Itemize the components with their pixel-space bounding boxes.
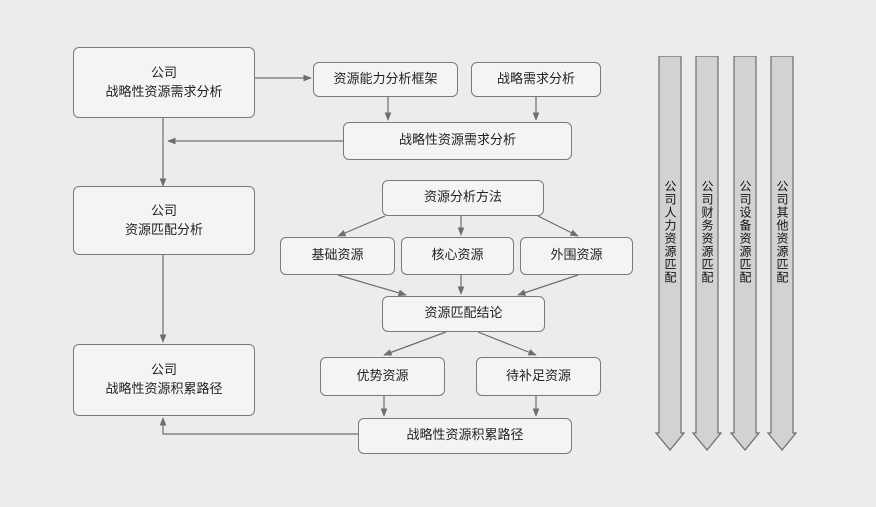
box-line-1: 公司 [150,363,177,378]
basic-resources-box: 基础资源 [280,237,395,275]
column-label: 公司人力资源匹配 [663,180,677,284]
arrow-basic-to-conclusion [337,274,407,297]
company-strategic-demand-box: 公司 战略性资源需求分析 [73,47,255,118]
box-line-2: 战略性资源积累路径 [105,382,223,397]
box-line-1: 公司 [150,203,177,219]
arrow-peripheral-to-conclusion [517,274,579,296]
column-label: 公司设备资源匹配 [738,180,752,284]
company-accumulation-path-box: 公司 战略性资源积累路径 [73,344,255,416]
strategy-demand-box: 战略需求分析 [471,62,601,97]
arrow-path-to-left [159,417,358,435]
column-label: 公司其他资源匹配 [775,180,789,284]
capability-framework-box: 资源能力分析框架 [313,62,458,97]
down-arrow-shape [655,56,685,451]
arrow-conclusion-to-advantage [383,331,447,356]
arrow-method-to-basic [337,215,386,237]
down-arrow-shape [767,56,797,451]
equipment-matching-column: 公司设备资源匹配 [730,56,760,451]
peripheral-resources-box: 外围资源 [520,237,633,275]
deficient-resources-box: 待补足资源 [476,357,601,396]
arrow-conclusion-to-deficient [477,331,537,356]
matching-conclusion-box: 资源匹配结论 [382,296,545,332]
box-line-2: 资源匹配分析 [124,222,203,238]
box-line-1: 公司 [150,65,177,81]
other-matching-column: 公司其他资源匹配 [767,56,797,451]
strategic-resource-demand-box: 战略性资源需求分析 [343,122,572,160]
finance-matching-column: 公司财务资源匹配 [692,56,722,451]
company-matching-box: 公司 资源匹配分析 [73,186,255,255]
analysis-method-box: 资源分析方法 [382,180,544,216]
core-resources-box: 核心资源 [401,237,514,275]
arrow-method-to-peripheral [537,215,579,237]
strategic-accumulation-path-box: 战略性资源积累路径 [358,418,572,454]
hr-matching-column: 公司人力资源匹配 [655,56,685,451]
column-label: 公司财务资源匹配 [700,180,714,284]
advantage-resources-box: 优势资源 [320,357,445,396]
down-arrow-shape [692,56,722,451]
box-line-2: 战略性资源需求分析 [105,84,223,100]
down-arrow-shape [730,56,760,451]
